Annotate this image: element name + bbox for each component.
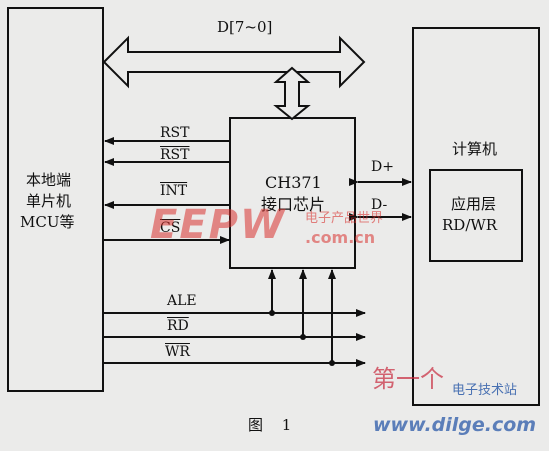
mcu-label-line3: MCU等 — [20, 213, 75, 231]
rd-junction — [300, 334, 306, 340]
dilge-url-watermark: www.dilge.com — [373, 414, 537, 436]
wr-junction — [329, 360, 335, 366]
app-layer-line1: 应用层 — [451, 195, 497, 213]
dilge-site-watermark: 电子技术站 — [452, 383, 518, 398]
cs-label: CS — [160, 220, 181, 236]
app-layer-block — [429, 169, 523, 262]
rd-label: RD — [167, 318, 189, 334]
figure-caption: 图 1 — [248, 416, 292, 434]
int-label: INT — [160, 183, 188, 199]
eepw-domain-watermark: .com.cn — [305, 228, 376, 247]
ale-label: ALE — [167, 293, 197, 309]
rst-label: RST — [160, 125, 190, 141]
mcu-label-line2: 单片机 — [26, 192, 72, 210]
computer-title: 计算机 — [452, 140, 498, 158]
eepw-watermark: EEPW — [150, 202, 287, 248]
mcu-label-line1: 本地端 — [26, 171, 72, 189]
rst-n-label: RST — [160, 147, 190, 163]
wr-label: WR — [165, 344, 190, 360]
ale-junction — [269, 310, 275, 316]
mcu-block — [7, 7, 104, 392]
data-bus-label: D[7~0] — [217, 18, 273, 36]
d-minus-label: D- — [371, 197, 388, 213]
chip-bus-arrow — [273, 66, 311, 121]
computer-block — [412, 27, 540, 406]
dilge-cn-watermark: 第一个 — [372, 365, 444, 393]
chip-label-line1: CH371 — [265, 173, 322, 192]
chip-label-line2: 接口芯片 — [261, 195, 326, 214]
app-layer-line2: RD/WR — [442, 216, 498, 234]
data-bus-arrow — [102, 35, 366, 89]
eepw-cn-watermark: 电子产品世界 — [305, 211, 384, 226]
d-plus-label: D+ — [371, 159, 394, 175]
